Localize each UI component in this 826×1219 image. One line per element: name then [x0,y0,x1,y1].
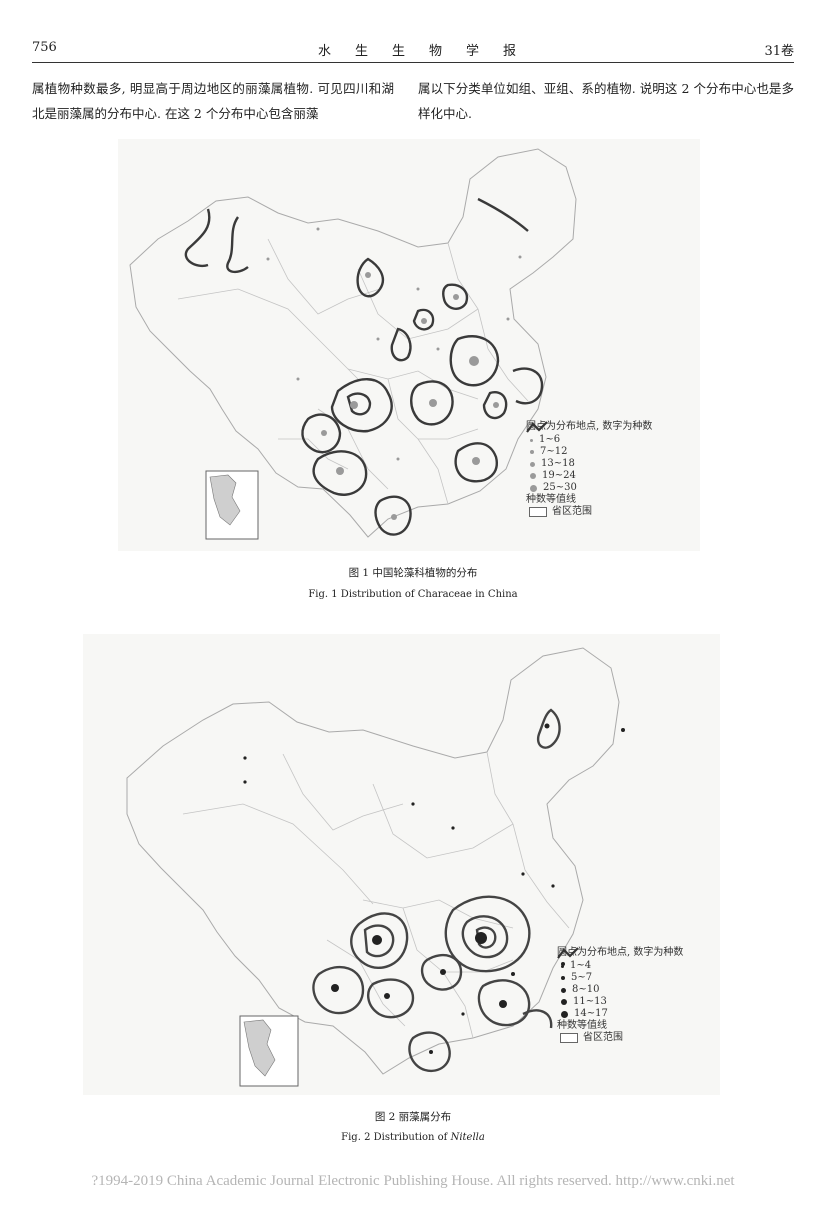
legend-province-label: 省区范围 [552,506,592,517]
legend-class-4: 19~24 [542,470,576,481]
copyright-footer: ?1994-2019 China Academic Journal Electr… [91,1173,735,1189]
figure-1-map-graphic [129,148,577,540]
legend-dot-icon [561,999,567,1005]
distribution-dots [266,227,522,520]
legend-class-2: 5~7 [571,972,593,983]
legend-class-5: 14~17 [574,1008,608,1019]
figure-2-caption-en: Fig. 2 Distribution of Nitella [0,1132,826,1143]
legend-row: 25~30 [526,482,652,494]
legend-dot-icon [530,450,534,454]
legend-dot-icon [561,964,564,968]
legend-dot-icon [530,484,537,492]
legend-row: 5~7 [557,972,683,984]
species-isolines [312,708,561,1073]
legend-dot-icon [561,1010,568,1018]
legend-dot-icon [530,461,535,467]
legend-row: 19~24 [526,470,652,482]
isoline-swatch-icon [526,421,548,433]
legend-row: 8~10 [557,984,683,996]
legend-row: 1~6 [526,434,652,446]
legend-row: 11~13 [557,996,683,1008]
caption-genus: Nitella [450,1132,485,1143]
legend-dot-icon [561,976,565,980]
legend-isoline-label: 种数等值线 [557,1020,607,1031]
figure-2-map: 圆点为分布地点, 数字为种数 1~4 5~7 8~10 11~13 14~17 … [83,634,720,1095]
species-isolines [184,197,544,536]
legend-class-4: 11~13 [573,996,607,1007]
figure-1-caption-cn: 图 1 中国轮藻科植物的分布 [348,567,478,579]
legend-row: 省区范围 [526,506,652,518]
legend-row: 14~17 [557,1008,683,1020]
legend-class-5: 25~30 [543,482,577,493]
province-swatch-icon [529,507,547,517]
page-number: 756 [32,40,57,55]
legend-row: 1~4 [557,960,683,972]
legend-title: 圆点为分布地点, 数字为种数 [526,421,653,432]
legend-class-1: 1~6 [539,434,561,445]
legend-dot-icon [530,473,536,479]
legend-class-2: 7~12 [540,446,568,457]
province-swatch-icon [560,1033,578,1043]
legend-row: 7~12 [526,446,652,458]
figure-2-map-graphic [126,647,625,1087]
legend-row: 种数等值线 [526,421,652,506]
legend-class-3: 8~10 [572,984,600,995]
header-rule [32,62,794,63]
figure-2-legend: 圆点为分布地点, 数字为种数 1~4 5~7 8~10 11~13 14~17 … [557,947,683,1044]
body-text-left: 属植物种数最多, 明显高于周边地区的丽藻属植物. 可见四川和湖北是丽藻属的分布中… [32,81,394,121]
journal-title: 水生生物学报 [318,44,541,59]
south-china-sea-inset [205,470,259,540]
body-text-right: 属以下分类单位如组、亚组、系的植物. 说明这 2 个分布中心也是多样化中心. [418,81,794,121]
figure-1-legend: 圆点为分布地点, 数字为种数 1~6 7~12 13~18 19~24 25~3… [526,421,652,518]
legend-province-label: 省区范围 [583,1032,623,1043]
legend-dot-icon [530,438,533,442]
legend-row: 13~18 [526,458,652,470]
province-borders [182,751,570,1039]
legend-dot-icon [561,987,566,993]
caption-prefix: Fig. 2 Distribution of [341,1132,451,1143]
china-outline [129,148,577,538]
legend-row: 省区范围 [557,1032,683,1044]
distribution-dots [243,723,625,1054]
figure-1-map: 圆点为分布地点, 数字为种数 1~6 7~12 13~18 19~24 25~3… [118,139,700,551]
legend-title: 圆点为分布地点, 数字为种数 [557,947,684,958]
legend-row: 种数等值线 [557,947,683,1032]
figure-2-caption-cn: 图 2 丽藻属分布 [374,1111,452,1123]
isoline-swatch-icon [557,947,579,959]
legend-isoline-label: 种数等值线 [526,494,576,505]
china-outline [126,647,620,1075]
volume-label: 31卷 [764,44,794,59]
legend-class-1: 1~4 [570,960,592,971]
running-header: 756 水生生物学报 31卷 [32,40,794,60]
south-china-sea-inset [239,1015,299,1087]
figure-1-caption-en: Fig. 1 Distribution of Characeae in Chin… [308,589,518,600]
legend-class-3: 13~18 [541,458,575,469]
